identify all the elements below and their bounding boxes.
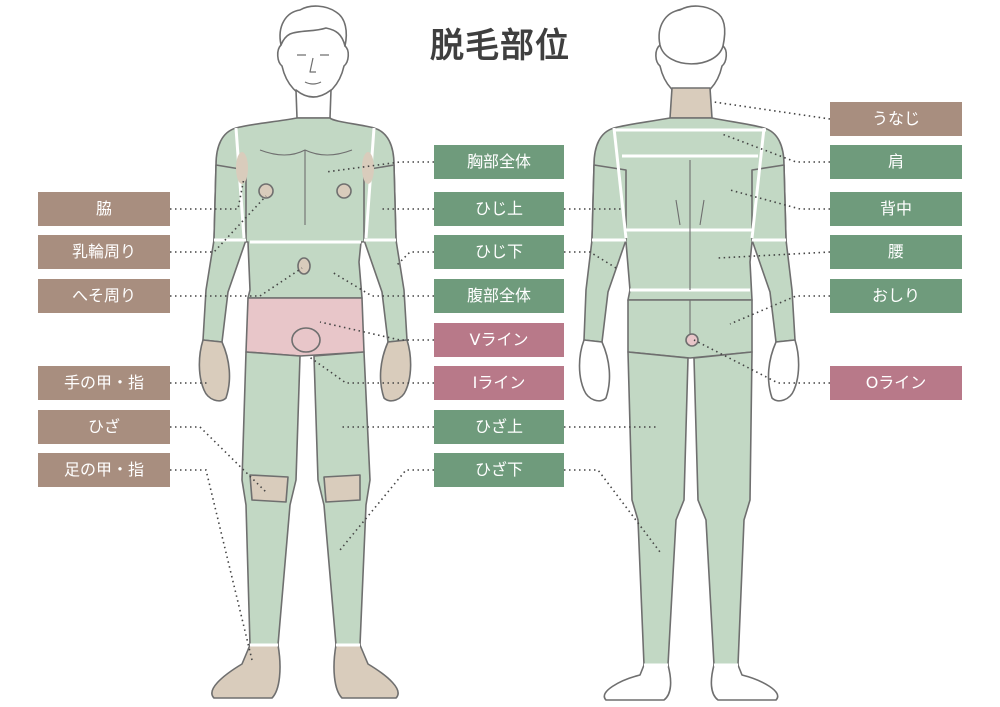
- label-oline: Oライン: [830, 366, 962, 400]
- back-oline-dot: [685, 333, 699, 347]
- front-left-knee: [249, 474, 289, 503]
- back-left-foot: [603, 664, 672, 701]
- label-hijiue: ひじ上: [434, 192, 564, 226]
- label-senaka: 背中: [830, 192, 962, 226]
- label-waki: 脇: [38, 192, 170, 226]
- front-left-foot: [211, 644, 281, 699]
- label-hizashita: ひざ下: [434, 453, 564, 487]
- front-left-armpit: [236, 152, 248, 184]
- page-title: 脱毛部位: [430, 26, 570, 66]
- front-left-hand: [198, 339, 231, 402]
- front-right-hand: [379, 339, 412, 402]
- front-face-lines: [297, 54, 329, 85]
- front-hair: [279, 5, 348, 47]
- label-oshiri: おしり: [830, 279, 962, 313]
- back-left-leg: [627, 351, 689, 666]
- front-groin: [291, 327, 321, 353]
- front-right-knee: [323, 474, 361, 503]
- label-hizaue: ひざ上: [434, 410, 564, 444]
- front-right-nipple: [336, 183, 352, 199]
- front-navel: [297, 257, 311, 275]
- label-kata: 肩: [830, 145, 962, 179]
- label-hijishita: ひじ下: [434, 235, 564, 269]
- label-kyobu: 胸部全体: [434, 145, 564, 179]
- back-right-hand: [767, 339, 800, 402]
- label-iline: Iライン: [434, 366, 564, 400]
- front-right-foot: [333, 644, 399, 699]
- back-right-leg: [693, 351, 753, 666]
- back-left-hand: [578, 339, 611, 402]
- front-left-nipple: [258, 183, 274, 199]
- front-right-armpit: [362, 152, 374, 184]
- label-ashi: 足の甲・指: [38, 453, 170, 487]
- label-fukubu: 腹部全体: [434, 279, 564, 313]
- front-figure: [198, 5, 412, 699]
- back-nape: [669, 87, 713, 119]
- front-neck: [295, 89, 332, 119]
- back-right-foot: [710, 664, 779, 701]
- label-unaji: うなじ: [830, 102, 962, 136]
- label-heso: へそ周り: [38, 279, 170, 313]
- front-chest-lines: [259, 149, 353, 225]
- label-vline: Vライン: [434, 323, 564, 357]
- label-koshi: 腰: [830, 235, 962, 269]
- label-hiza: ひざ: [38, 410, 170, 444]
- label-te: 手の甲・指: [38, 366, 170, 400]
- label-nyurin: 乳輪周り: [38, 235, 170, 269]
- back-figure: [578, 5, 800, 701]
- leader-lines: [170, 101, 831, 661]
- back-spine-lines: [675, 160, 705, 340]
- back-hair: [658, 5, 726, 65]
